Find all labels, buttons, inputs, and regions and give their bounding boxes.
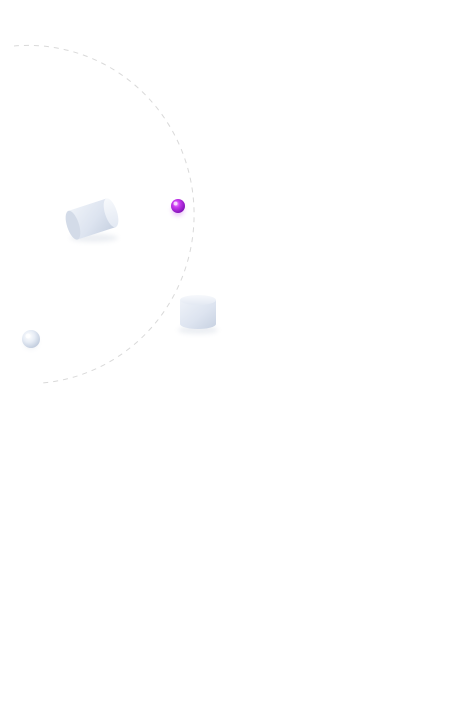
orbit-arc [13,44,195,384]
cylinder-right [178,295,218,334]
sphere-small [22,330,40,349]
sphere-accent [171,199,185,216]
cylinder-left [65,198,119,242]
